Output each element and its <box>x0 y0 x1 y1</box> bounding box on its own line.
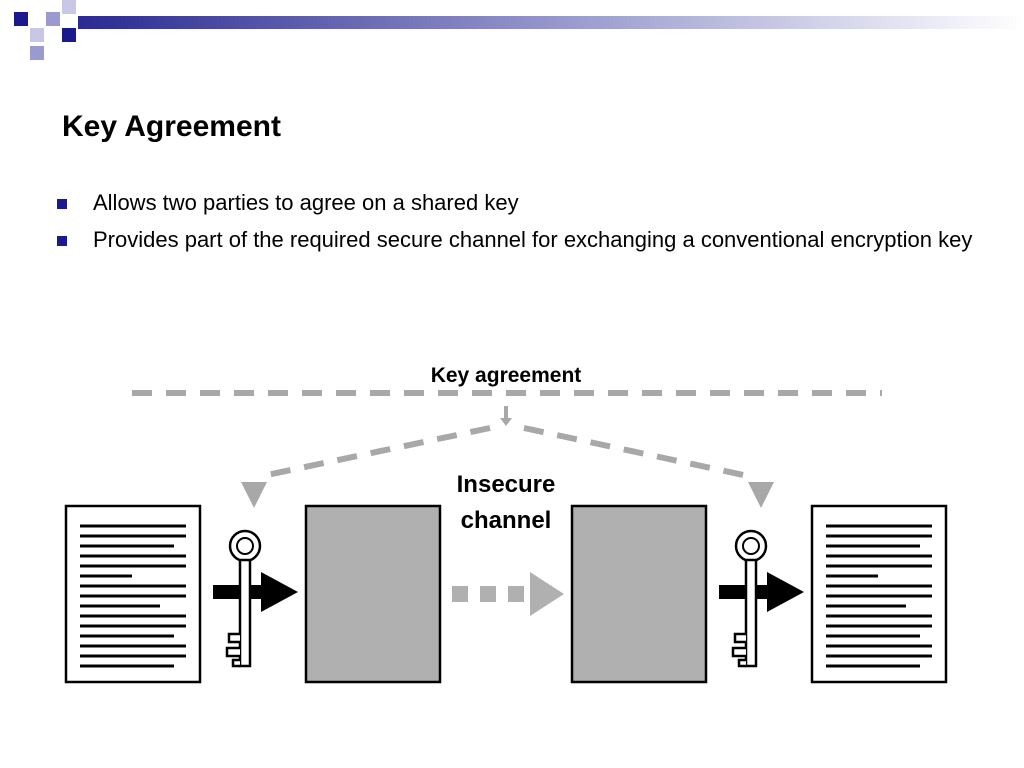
insecure-channel-label-line1: Insecure <box>457 471 556 498</box>
header-gradient-bar <box>78 16 1024 29</box>
insecure-channel-label-line2: channel <box>461 507 552 534</box>
bullet-text: Provides part of the required secure cha… <box>93 227 973 252</box>
bullet-text: Allows two parties to agree on a shared … <box>93 190 519 215</box>
ciphertext-box-right <box>570 504 708 684</box>
header-square <box>30 46 44 60</box>
plaintext-document-right <box>810 504 948 684</box>
bullet-item: Provides part of the required secure cha… <box>56 225 976 255</box>
header-square <box>30 28 44 42</box>
decrypt-arrow <box>719 572 804 612</box>
key-agreement-label: Key agreement <box>431 364 582 387</box>
bullet-list: Allows two parties to agree on a shared … <box>56 188 976 262</box>
encrypt-arrow <box>213 572 298 612</box>
right-diagonal-dashed-line <box>523 425 749 479</box>
header-square <box>62 28 76 42</box>
plaintext-document-left <box>64 504 202 684</box>
right-down-arrowhead <box>748 482 774 508</box>
ciphertext-box-left <box>304 504 442 684</box>
left-diagonal-dashed-line <box>261 425 491 479</box>
insecure-channel-arrow <box>452 572 564 616</box>
header-square <box>46 12 60 26</box>
bullet-item: Allows two parties to agree on a shared … <box>56 188 976 218</box>
header-square <box>14 12 28 26</box>
left-down-arrowhead <box>241 482 267 508</box>
slide-title: Key Agreement <box>62 110 281 143</box>
key-agreement-diagram: Key agreement Insecure channel <box>64 364 948 684</box>
bullet-marker-icon <box>57 236 67 246</box>
bullet-marker-icon <box>57 199 67 209</box>
header-square <box>62 0 76 14</box>
header-decoration <box>14 0 1024 60</box>
